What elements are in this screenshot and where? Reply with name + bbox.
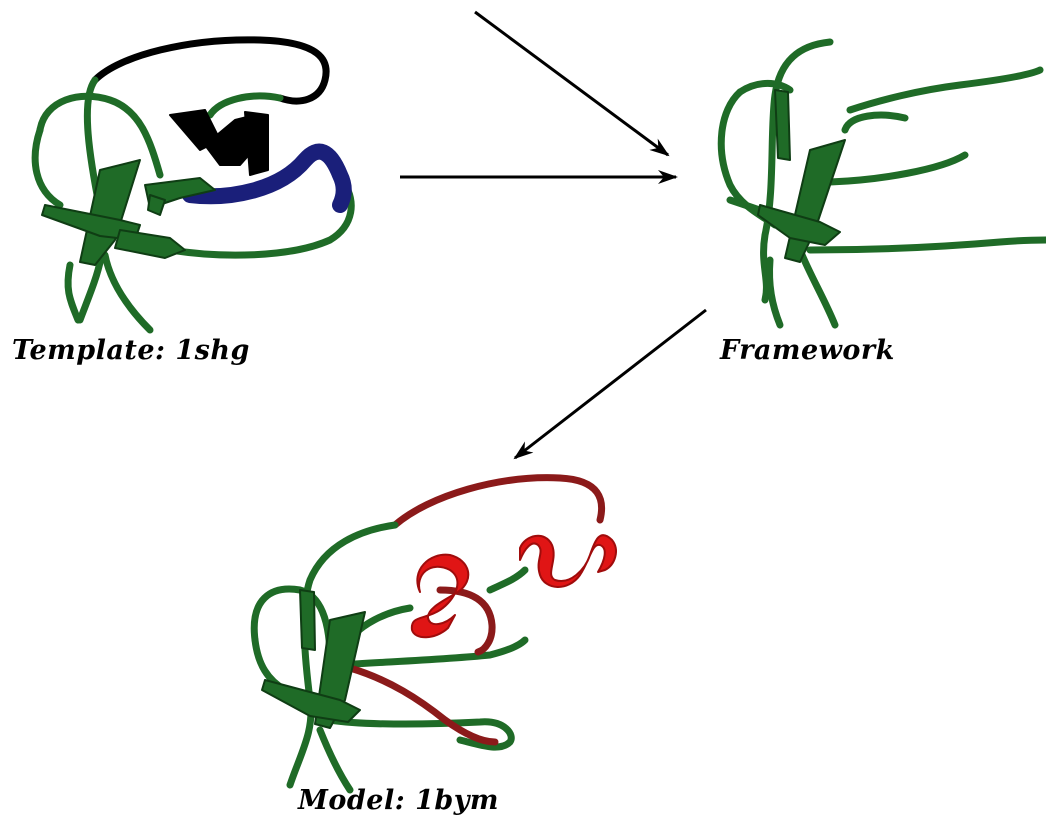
arrow-framework-to-model [515, 310, 706, 458]
framework-strand-5 [830, 155, 965, 182]
template-black-loop [95, 40, 326, 101]
model-green-strand-6 [490, 570, 525, 590]
model-caption: Model: 1bym [298, 785, 499, 816]
model-beta-sheet-3 [300, 590, 315, 650]
framework-caption: Framework [720, 335, 895, 366]
template-green-strand-2 [40, 96, 160, 175]
model-red-loop-bottom [350, 668, 495, 742]
model-green-strand-4 [340, 640, 525, 665]
framework-strand-7 [810, 240, 1046, 250]
model-green-strand-8 [320, 730, 350, 790]
arrow-top-to-framework [475, 12, 668, 155]
framework-structure [721, 42, 1046, 325]
template-caption: Template: 1shg [12, 335, 250, 366]
template-beta-sheet-3 [115, 230, 185, 258]
template-green-strand-3 [35, 130, 60, 205]
template-structure [35, 40, 351, 330]
framework-strand-8 [800, 250, 835, 325]
template-green-strand-6 [105, 255, 150, 330]
model-green-strand-2 [254, 589, 330, 660]
framework-strand-6 [850, 70, 1040, 110]
model-helix-1 [412, 555, 468, 638]
template-green-strand-7 [68, 265, 78, 320]
template-black-sheet-3 [245, 112, 268, 175]
framework-strand-9 [769, 260, 780, 325]
model-red-loop-top [395, 478, 602, 525]
framework-strand-4 [845, 115, 905, 130]
model-structure [254, 478, 616, 790]
framework-beta-sheet-3 [775, 90, 790, 160]
model-helix-2 [520, 535, 616, 587]
